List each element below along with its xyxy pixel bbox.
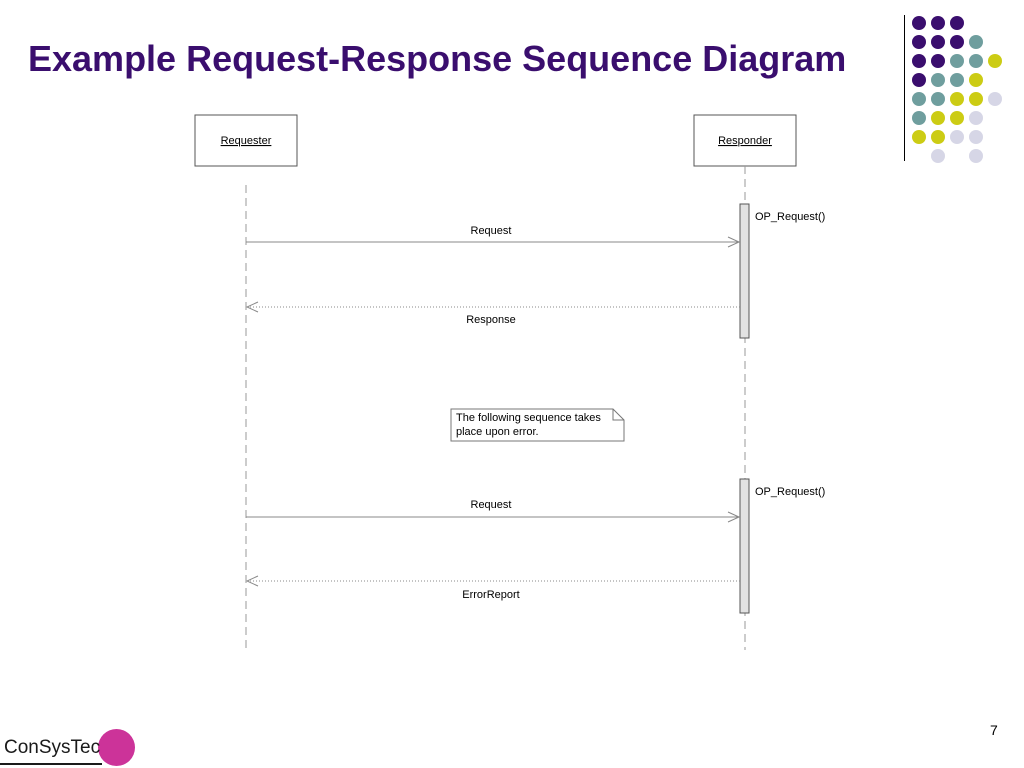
message-label: ErrorReport	[462, 589, 519, 601]
message-response: Response	[245, 301, 740, 326]
decorative-dot	[931, 73, 945, 87]
decorative-dot	[950, 35, 964, 49]
participant-responder[interactable]: Responder	[693, 114, 797, 167]
decorative-dot	[931, 130, 945, 144]
page-number: 7	[990, 722, 998, 738]
decorative-dot	[912, 130, 926, 144]
activation-label: OP_Request()	[755, 486, 825, 498]
logo-text: ConSysTec	[4, 737, 101, 758]
decorative-dot	[969, 73, 983, 87]
decorative-dot	[950, 16, 964, 30]
decorative-dot	[912, 73, 926, 87]
decorative-dot	[931, 149, 945, 163]
message-label: Request	[471, 499, 512, 511]
activation-label: OP_Request()	[755, 211, 825, 223]
decorative-dot	[931, 35, 945, 49]
activation-bar	[739, 203, 750, 339]
participant-requester-label: Requester	[221, 135, 272, 147]
decorative-dot	[912, 92, 926, 106]
page-title: Example Request-Response Sequence Diagra…	[28, 38, 847, 79]
decorative-dot	[969, 149, 983, 163]
decorative-dot	[969, 92, 983, 106]
decorative-dot	[950, 92, 964, 106]
note: The following sequence takes place upon …	[450, 408, 625, 442]
logo-underline	[0, 763, 102, 765]
decorative-dot	[912, 16, 926, 30]
participant-responder-label: Responder	[718, 135, 772, 147]
consystec-logo: ConSysTec	[0, 725, 140, 768]
decorative-dot	[969, 54, 983, 68]
decorative-dot	[931, 54, 945, 68]
decorative-dot	[912, 111, 926, 125]
message-label: Response	[466, 314, 516, 326]
note-line: The following sequence takes	[456, 412, 601, 424]
participant-requester[interactable]: Requester	[194, 114, 298, 167]
decorative-dot-grid	[912, 16, 1002, 163]
message-request: Request	[246, 499, 741, 523]
decorative-dot	[969, 35, 983, 49]
note-line: place upon error.	[456, 426, 539, 438]
logo-circle	[98, 729, 135, 766]
activation-bar	[739, 478, 750, 614]
decorative-dot	[950, 54, 964, 68]
message-request: Request	[246, 225, 741, 248]
decorative-dot	[931, 16, 945, 30]
decorative-dot	[931, 111, 945, 125]
decorative-dot	[912, 54, 926, 68]
decorative-dot	[950, 73, 964, 87]
decorative-dot	[950, 111, 964, 125]
message-error-report: ErrorReport	[245, 575, 740, 601]
decorative-dot	[912, 35, 926, 49]
decorative-dot	[969, 130, 983, 144]
message-label: Request	[471, 225, 512, 237]
decorative-dot	[969, 111, 983, 125]
decorative-dot	[988, 92, 1002, 106]
decorative-dot	[931, 92, 945, 106]
decorative-divider	[904, 15, 905, 161]
decorative-dot	[950, 130, 964, 144]
decorative-dot	[988, 54, 1002, 68]
